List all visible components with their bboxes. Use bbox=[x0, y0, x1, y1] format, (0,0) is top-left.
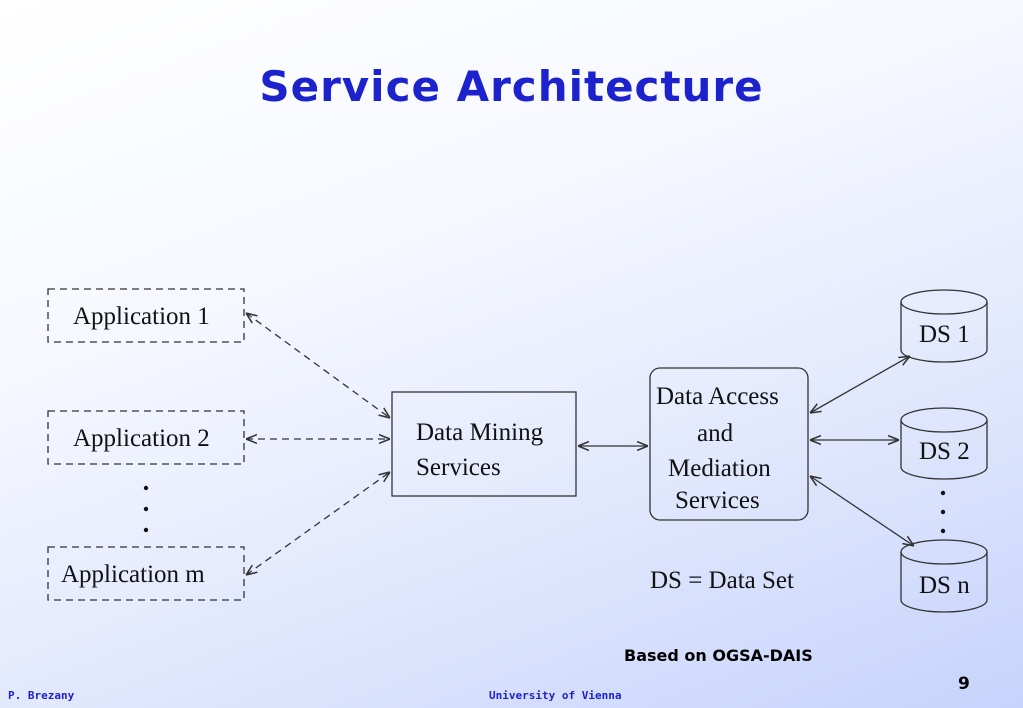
arrow-access-to-ds1 bbox=[810, 356, 910, 413]
data-set-1-label: DS 1 bbox=[919, 321, 970, 348]
data-set-2-cylinder: DS 2 bbox=[900, 407, 988, 480]
data-mining-label-line1: Data Mining bbox=[416, 419, 544, 446]
application-ellipsis bbox=[143, 485, 149, 533]
arrow-access-to-dsn bbox=[810, 476, 914, 546]
data-access-label-line2: and bbox=[697, 420, 734, 447]
footer-institution: University of Vienna bbox=[489, 689, 622, 702]
application-1-label: Application 1 bbox=[73, 303, 210, 330]
data-set-n-label: DS n bbox=[919, 572, 970, 599]
data-set-n-cylinder: DS n bbox=[900, 539, 988, 613]
application-2-box: Application 2 bbox=[47, 410, 245, 465]
source-note: Based on OGSA-DAIS bbox=[624, 646, 813, 665]
application-1-box: Application 1 bbox=[47, 288, 245, 343]
data-access-label-line1: Data Access bbox=[656, 383, 779, 410]
application-2-label: Application 2 bbox=[73, 425, 210, 452]
data-access-mediation-box: Data Access and Mediation Services bbox=[649, 367, 809, 521]
data-mining-label-line2: Services bbox=[416, 454, 501, 481]
application-m-label: Application m bbox=[61, 561, 205, 588]
data-access-label-line3: Mediation bbox=[668, 455, 771, 482]
data-access-label-line4: Services bbox=[675, 487, 760, 514]
arrow-appm-to-mining bbox=[246, 472, 390, 575]
data-set-1-cylinder: DS 1 bbox=[900, 289, 988, 363]
ds-legend: DS = Data Set bbox=[650, 567, 794, 594]
footer-author: P. Brezany bbox=[8, 689, 75, 702]
data-set-ellipsis bbox=[940, 490, 946, 534]
data-mining-services-box: Data Mining Services bbox=[391, 391, 577, 497]
data-set-2-label: DS 2 bbox=[919, 438, 970, 465]
slide-title: Service Architecture bbox=[259, 62, 764, 111]
page-number: 9 bbox=[958, 674, 970, 694]
application-m-box: Application m bbox=[47, 546, 245, 601]
arrow-app1-to-mining bbox=[246, 313, 390, 418]
